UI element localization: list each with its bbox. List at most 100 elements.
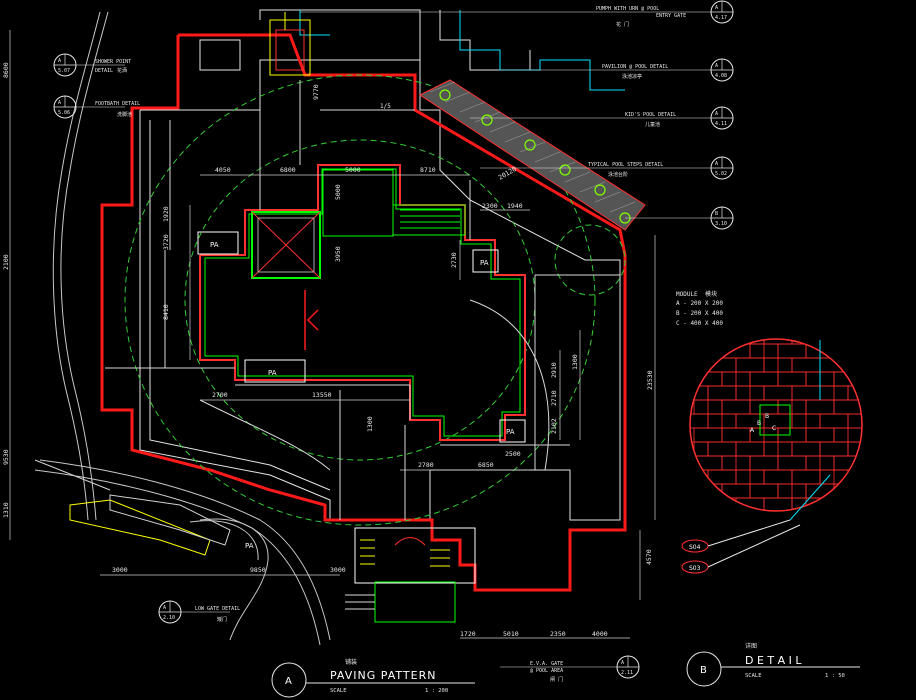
paving-module (690, 339, 709, 345)
red-arrow-mark (304, 290, 319, 350)
pool-edge (199, 164, 526, 441)
callout-number: A (715, 63, 718, 69)
paving-module (847, 385, 862, 401)
paving-module (876, 414, 904, 428)
dim-label: 1920 (162, 206, 170, 222)
dim-label: 2700 (212, 391, 228, 399)
paving-module (890, 428, 916, 442)
paving-module (861, 343, 862, 359)
callout-number: A (58, 58, 61, 64)
cyan-lines (299, 10, 625, 91)
callout-title: TYPICAL POOL STEPS DETAIL (588, 162, 663, 168)
paving-module (819, 497, 849, 511)
paving-module (861, 483, 862, 499)
paving-module (876, 470, 904, 484)
paving-module (690, 497, 709, 511)
dim-label: 2780 (418, 461, 434, 469)
drawing-title: PAVING PATTERN (330, 669, 436, 682)
kids-pool (322, 169, 466, 237)
pa-label: PA (268, 369, 277, 377)
paving-module (890, 456, 916, 470)
dim-label: 1310 (2, 502, 10, 518)
dim-label: 3000 (112, 566, 128, 574)
title-block-detail: B D E T A I L SCALE 1 : 50 详图 (686, 642, 860, 687)
callout-sheet: 2.10 (163, 615, 175, 621)
paving-module (876, 386, 904, 400)
detail-cell-label: B (765, 413, 769, 420)
dim-label: 1940 (507, 202, 523, 210)
dim-label: 2730 (450, 252, 458, 268)
callout-subtitle: DETAIL (95, 68, 113, 74)
pa-label: PA (245, 542, 254, 550)
dim-label: 8410 (162, 304, 170, 320)
paving-module (861, 371, 862, 387)
dim-label: 1720 (460, 630, 476, 638)
paving-module (876, 358, 904, 372)
callout-number: A (715, 161, 718, 167)
module-title-cn: 模块 (705, 290, 717, 298)
marker-label: S04 (689, 544, 701, 551)
paving-module (833, 343, 862, 359)
detail-cell-label: B (757, 420, 761, 427)
callout-sheet: 4.08 (715, 73, 727, 79)
site-curves (34, 11, 331, 646)
dim-label: 5010 (503, 630, 519, 638)
paving-module (690, 357, 709, 373)
dim-label: 2710 (550, 390, 558, 406)
dim-label: 9850 (250, 566, 266, 574)
paving-detail-circle (689, 338, 916, 526)
paving-module (847, 339, 862, 345)
dim-label: 4000 (592, 630, 608, 638)
callout-title: FOOTBATH DETAIL (95, 101, 140, 107)
dim-label: 2300 (482, 202, 498, 210)
dim-label: 5000 (345, 166, 361, 174)
dim-label: 23530 (646, 370, 654, 390)
paving-module (861, 399, 862, 415)
paving-module (819, 339, 849, 345)
dim-label: 6850 (478, 461, 494, 469)
callout-number: B (715, 211, 718, 217)
paving-module (847, 497, 862, 511)
paving-module (890, 400, 916, 414)
scale-label: SCALE (330, 688, 347, 694)
title-circle-label: A (285, 676, 292, 687)
pa-boxes (197, 231, 526, 443)
dim-label: 1300 (366, 416, 374, 432)
dim-label: 2500 (505, 450, 521, 458)
callout-number: A (621, 660, 624, 666)
callout-number: A (715, 5, 718, 11)
dim-label: 4050 (215, 166, 231, 174)
hatched-walkway (419, 79, 646, 231)
dim-label: 3720 (162, 234, 170, 250)
callout-number: A (163, 605, 166, 611)
callout-title: E.V.A. GATE (530, 661, 563, 667)
paving-module (834, 512, 862, 526)
paving-module (694, 512, 722, 526)
detail-cell-label: C (772, 425, 776, 432)
drawing-title: D E T A I L (745, 654, 802, 667)
scale-label: SCALE (745, 673, 762, 679)
paving-module (693, 343, 723, 359)
paving-module (707, 339, 737, 345)
paving-module (778, 512, 806, 526)
paving-module (862, 512, 890, 526)
paving-module (890, 372, 916, 386)
callout-sheet: 3.10 (715, 221, 727, 227)
marker-label: S03 (689, 565, 701, 572)
paving-module (876, 498, 904, 512)
callout-sheet: 5.07 (58, 68, 70, 74)
entry-stairs (345, 527, 476, 623)
dim-label: 1300 (571, 354, 579, 370)
module-legend: MODULE 模块 A - 200 X 200 B - 200 X 400 C … (676, 290, 723, 327)
callout-cn: 泳池凉亭 (622, 73, 642, 80)
paving-grid-lines (105, 80, 620, 520)
paving-module (890, 512, 916, 526)
callout-cn: 花洒 (117, 67, 127, 74)
